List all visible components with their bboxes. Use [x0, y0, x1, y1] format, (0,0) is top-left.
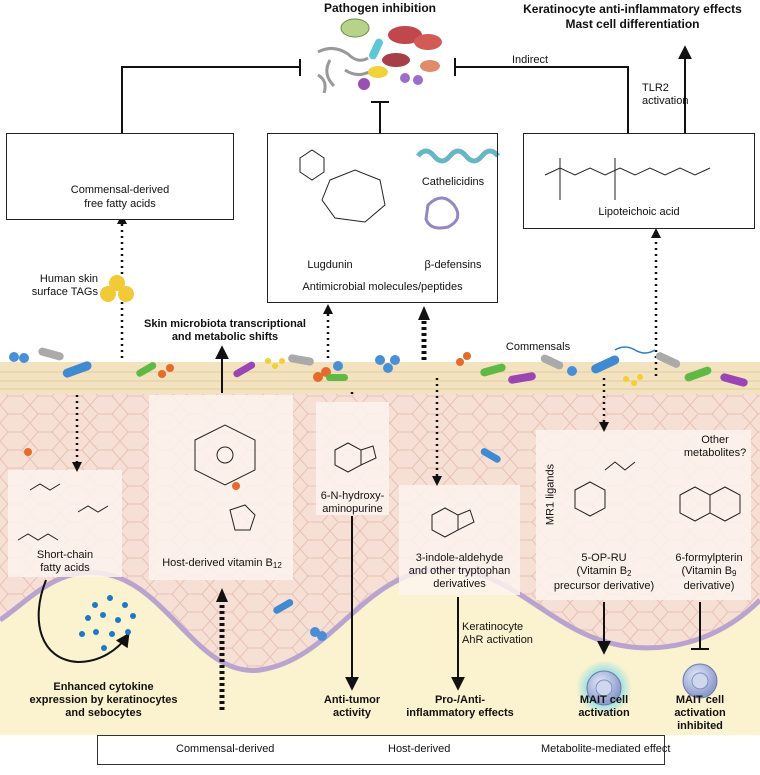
- proanti-line2: inflammatory effects: [406, 707, 514, 719]
- hap-label: 6-N-hydroxy- aminopurine: [316, 490, 389, 516]
- ia-line1: 3-indole-aldehyde: [415, 552, 504, 564]
- shifts-line2: and metabolic shifts: [171, 331, 279, 343]
- tlr2-label: TLR2 activation: [642, 82, 692, 108]
- opru-line1: 5-OP-RU: [581, 552, 627, 564]
- antitumor-line2: activity: [333, 707, 371, 719]
- mait-inh-line1: MAIT cell: [675, 694, 725, 706]
- amp-title: Antimicrobial molecules/peptides: [302, 281, 463, 293]
- tlr2-line1: TLR2: [642, 82, 669, 94]
- ahr-line2: AhR activation: [462, 634, 533, 646]
- hap-line1: 6-N-hydroxy-: [320, 490, 385, 502]
- mait-inhibited-outcome: MAIT cell activation inhibited: [660, 694, 740, 733]
- defensins-label: β-defensins: [424, 259, 482, 271]
- cytokine-line3: and sebocytes: [65, 707, 142, 719]
- cytokine-outcome: Enhanced cytokine expression by keratino…: [16, 681, 191, 720]
- proanti-line1: Pro-/Anti-: [434, 694, 486, 706]
- keratinocyte-title-line1: Keratinocyte anti-inflammatory effects: [523, 2, 742, 16]
- antitumor-line1: Anti-tumor: [323, 694, 381, 706]
- cytokine-line1: Enhanced cytokine: [53, 681, 154, 693]
- antimicrobial-box: Lugdunin Cathelicidins β-defensins Antim…: [267, 133, 498, 303]
- ahr-label: Keratinocyte AhR activation: [462, 621, 572, 647]
- ffa-label-line2: free fatty acids: [84, 198, 156, 210]
- free-fatty-acids-box: Commensal-derived free fatty acids: [6, 133, 234, 220]
- legend: Commensal-derived Host-derived Metabolit…: [97, 735, 670, 765]
- ia-line3: derivatives: [433, 578, 486, 590]
- antitumor-outcome: Anti-tumor activity: [310, 694, 394, 720]
- lta-label: Lipoteichoic acid: [598, 206, 680, 218]
- lipoteichoic-box: Lipoteichoic acid: [523, 133, 755, 229]
- legend-host-label: Host-derived: [388, 743, 451, 755]
- b12-label: Host-derived vitamin B12: [150, 557, 294, 572]
- fp-line3: derivative): [683, 580, 735, 592]
- lugdunin-label: Lugdunin: [307, 259, 353, 271]
- tlr2-line2: activation: [642, 95, 689, 107]
- indole-aldehyde-label: 3-indole-aldehyde and other tryptophan d…: [399, 552, 520, 591]
- ahr-line1: Keratinocyte: [462, 621, 524, 633]
- fp-sub: 9: [732, 569, 737, 578]
- legend-effect-label: Metabolite-mediated effect: [541, 743, 671, 755]
- mait-activation-outcome: MAIT cell activation: [564, 694, 644, 720]
- pro-anti-outcome: Pro-/Anti- inflammatory effects: [405, 694, 515, 720]
- opru-line3: precursor derivative): [553, 580, 655, 592]
- keratinocyte-title-line2: Mast cell differentiation: [565, 17, 700, 31]
- formylpterin-label: 6-formylpterin (Vitamin B9 derivative): [664, 552, 754, 593]
- b12-text: Host-derived vitamin B: [162, 557, 273, 569]
- opru-sub: 2: [627, 569, 632, 578]
- cathelicidins-label: Cathelicidins: [421, 176, 485, 188]
- hap-line2: aminopurine: [322, 503, 383, 515]
- commensals-label: Commensals: [505, 341, 571, 353]
- scfa-line2: fatty acids: [40, 562, 90, 574]
- tags-label: Human skin surface TAGs: [14, 273, 98, 299]
- opru-line2: (Vitamin B: [576, 565, 628, 577]
- mr1-ligands-label: MR1 ligands: [544, 463, 557, 526]
- mait-inh-line3: inhibited: [677, 720, 723, 732]
- pathogen-cluster-icon: [317, 18, 442, 94]
- fp-line2: (Vitamin B: [681, 565, 733, 577]
- mait-act-line1: MAIT cell: [579, 694, 629, 706]
- pathogen-title: Pathogen inhibition: [324, 1, 436, 15]
- mait-act-line2: activation: [578, 707, 630, 719]
- op-ru-label: 5-OP-RU (Vitamin B2 precursor derivative…: [546, 552, 662, 593]
- indirect-label: Indirect: [511, 54, 549, 66]
- other-line2: metabolites?: [683, 447, 747, 459]
- tags-line1: Human skin: [39, 273, 98, 285]
- fp-line1: 6-formylpterin: [675, 552, 743, 564]
- mait-inh-line2: activation: [674, 707, 726, 719]
- b12-sub: 12: [272, 561, 282, 570]
- scfa-label: Short-chain fatty acids: [10, 549, 120, 575]
- ffa-label-line1: Commensal-derived: [70, 184, 170, 196]
- keratinocyte-title: Keratinocyte anti-inflammatory effects M…: [505, 2, 760, 32]
- tags-line2: surface TAGs: [31, 286, 98, 298]
- microbiota-shifts-label: Skin microbiota transcriptional and meta…: [130, 318, 320, 344]
- shifts-line1: Skin microbiota transcriptional: [144, 318, 306, 330]
- other-line1: Other: [701, 434, 729, 446]
- legend-commensal-label: Commensal-derived: [176, 743, 275, 755]
- other-metabolites-label: Other metabolites?: [680, 434, 750, 460]
- cytokine-line2: expression by keratinocytes: [29, 694, 178, 706]
- ia-line2: and other tryptophan: [408, 565, 511, 577]
- scfa-line1: Short-chain: [36, 549, 94, 561]
